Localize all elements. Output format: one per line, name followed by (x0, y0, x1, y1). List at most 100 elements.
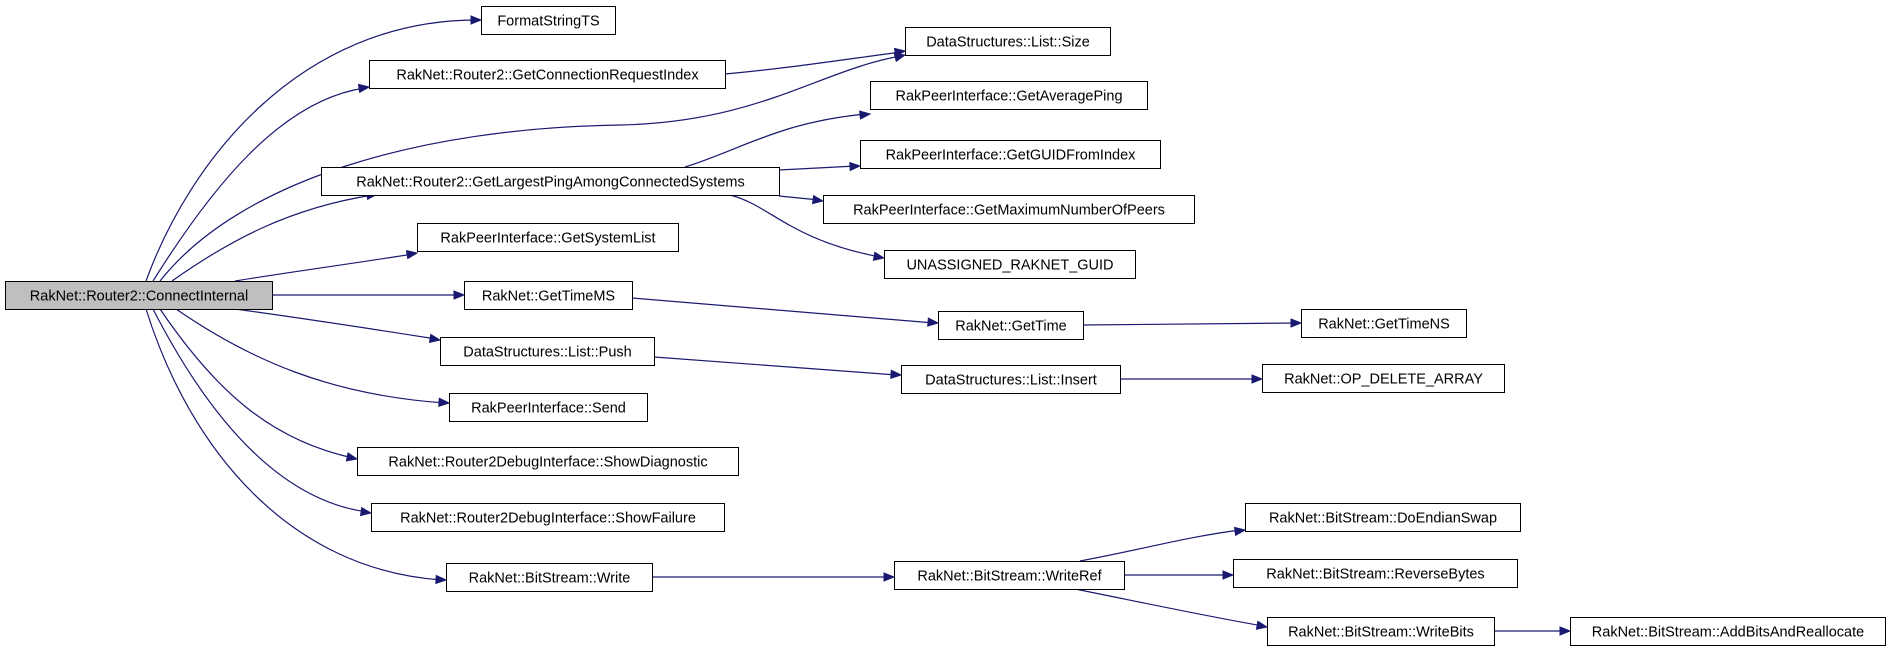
edge-raknet-router2-connectinternal-to-raknet-bitstream-write (145, 308, 448, 585)
node-label: RakPeerInterface::GetAveragePing (895, 89, 1122, 105)
node-raknet-bitstream-write[interactable]: RakNet::BitStream::Write (446, 563, 653, 592)
arrowhead-icon (872, 251, 886, 261)
node-box (894, 561, 1125, 590)
node-raknet-router2-getconnectionrequestindex[interactable]: RakNet::Router2::GetConnectionRequestInd… (369, 60, 726, 89)
node-raknet-gettimens[interactable]: RakNet::GetTimeNS (1301, 309, 1467, 338)
edge-line (778, 165, 857, 171)
node-raknet-router2debuginterface-showfailure[interactable]: RakNet::Router2DebugInterface::ShowFailu… (371, 503, 725, 532)
node-raknet-bitstream-doendianswap[interactable]: RakNet::BitStream::DoEndianSwap (1245, 503, 1521, 532)
node-label: RakNet::GetTimeNS (1318, 317, 1450, 333)
node-box (1570, 617, 1886, 646)
edge-line (152, 87, 366, 282)
edge-line (1079, 529, 1242, 562)
node-label: RakNet::BitStream::WriteBits (1288, 625, 1474, 641)
arrowhead-icon (345, 452, 359, 462)
node-unassigned-raknet-guid[interactable]: UNASSIGNED_RAKNET_GUID (884, 250, 1136, 279)
arrowhead-icon (927, 317, 940, 327)
edge-line (171, 194, 374, 282)
node-label: RakNet::OP_DELETE_ARRAY (1284, 372, 1483, 388)
node-label: RakNet::Router2::ConnectInternal (30, 289, 248, 305)
node-box (369, 60, 726, 89)
node-rakpeerinterface-getsystemlist[interactable]: RakPeerInterface::GetSystemList (417, 223, 679, 252)
edge-raknet-router2-connectinternal-to-rakpeerinterface-send (175, 308, 451, 407)
node-label: RakNet::Router2DebugInterface::ShowFailu… (400, 511, 696, 527)
node-raknet-gettimems[interactable]: RakNet::GetTimeMS (464, 281, 633, 310)
edge-raknet-gettime-to-raknet-gettimens (1082, 318, 1303, 328)
node-box (823, 195, 1195, 224)
node-box (5, 281, 273, 310)
node-datastructures-list-insert[interactable]: DataStructures::List::Insert (901, 365, 1121, 394)
edge-line (729, 194, 881, 258)
node-box (449, 393, 648, 422)
node-datastructures-list-push[interactable]: DataStructures::List::Push (440, 337, 655, 366)
edge-raknet-router2-getlargestpingamongconnectedsystems-to-rakpeerinterface-getaverageping (684, 110, 872, 168)
node-raknet-bitstream-reversebytes[interactable]: RakNet::BitStream::ReverseBytes (1233, 559, 1518, 588)
edge-line (1074, 588, 1264, 627)
node-box (1245, 503, 1521, 532)
node-box (1262, 364, 1505, 393)
edge-raknet-router2-connectinternal-to-rakpeerinterface-getsystemlist (234, 249, 419, 282)
arrowhead-icon (849, 161, 862, 172)
node-raknet-bitstream-writebits[interactable]: RakNet::BitStream::WriteBits (1267, 617, 1495, 646)
arrowhead-icon (428, 333, 442, 344)
edge-raknet-router2-connectinternal-to-raknet-router2-getconnectionrequestindex (152, 83, 371, 282)
edge-raknet-router2-connectinternal-to-datastructures-list-push (234, 308, 442, 344)
node-box (357, 447, 739, 476)
node-raknet-bitstream-addbitsandreallocate[interactable]: RakNet::BitStream::AddBitsAndReallocate (1570, 617, 1886, 646)
edge-line (234, 253, 414, 282)
node-rakpeerinterface-getaverageping[interactable]: RakPeerInterface::GetAveragePing (870, 81, 1148, 110)
node-label: FormatStringTS (497, 14, 599, 30)
node-label: RakNet::Router2DebugInterface::ShowDiagn… (388, 455, 707, 471)
node-label: DataStructures::List::Push (463, 345, 631, 361)
edge-raknet-bitstream-writeref-to-raknet-bitstream-doendianswap (1079, 526, 1247, 562)
node-label: UNASSIGNED_RAKNET_GUID (906, 258, 1113, 274)
node-rakpeerinterface-send[interactable]: RakPeerInterface::Send (449, 393, 648, 422)
arrowhead-icon (859, 110, 872, 120)
edge-raknet-router2-getlargestpingamongconnectedsystems-to-rakpeerinterface-getmaximumnumberofpeers (778, 194, 825, 205)
arrowhead-icon (435, 574, 448, 585)
edge-raknet-bitstream-write-to-raknet-bitstream-writeref (652, 572, 896, 582)
node-raknet-router2debuginterface-showdiagnostic[interactable]: RakNet::Router2DebugInterface::ShowDiagn… (357, 447, 739, 476)
node-datastructures-list-size[interactable]: DataStructures::List::Size (905, 27, 1111, 56)
node-raknet-gettime[interactable]: RakNet::GetTime (938, 311, 1084, 340)
node-box (901, 365, 1121, 394)
node-box (884, 250, 1136, 279)
node-box (1233, 559, 1518, 588)
edge-datastructures-list-push-to-datastructures-list-insert (653, 356, 903, 379)
edge-line (234, 308, 437, 340)
edge-raknet-bitstream-writeref-to-raknet-bitstream-reversebytes (1124, 570, 1235, 580)
node-label: DataStructures::List::Insert (925, 373, 1097, 389)
arrowhead-icon (359, 506, 373, 517)
node-label: RakNet::Router2::GetLargestPingAmongConn… (356, 175, 744, 191)
arrowhead-icon (438, 397, 451, 407)
edge-line (778, 195, 820, 201)
edge-raknet-gettimems-to-raknet-gettime (631, 297, 940, 327)
node-raknet-router2-connectinternal[interactable]: RakNet::Router2::ConnectInternal (5, 281, 273, 310)
node-label: RakNet::BitStream::Write (469, 571, 631, 587)
arrowhead-icon (1222, 570, 1235, 580)
node-box (1301, 309, 1467, 338)
arrowhead-icon (811, 194, 825, 205)
arrowhead-icon (357, 83, 371, 94)
node-box (321, 167, 780, 196)
node-rakpeerinterface-getguidfromindex[interactable]: RakPeerInterface::GetGUIDFromIndex (860, 140, 1161, 169)
edge-line (145, 308, 443, 581)
node-box (371, 503, 725, 532)
node-rakpeerinterface-getmaximumnumberofpeers[interactable]: RakPeerInterface::GetMaximumNumberOfPeer… (823, 195, 1195, 224)
node-raknet-bitstream-writeref[interactable]: RakNet::BitStream::WriteRef (894, 561, 1125, 590)
node-raknet-router2-getlargestpingamongconnectedsystems[interactable]: RakNet::Router2::GetLargestPingAmongConn… (321, 167, 780, 196)
node-box (464, 281, 633, 310)
edge-raknet-router2-getlargestpingamongconnectedsystems-to-rakpeerinterface-getguidfromindex (778, 161, 862, 172)
node-formatstringts[interactable]: FormatStringTS (481, 6, 616, 35)
node-raknet-op-delete-array[interactable]: RakNet::OP_DELETE_ARRAY (1262, 364, 1505, 393)
arrowhead-icon (893, 47, 907, 58)
node-label: RakPeerInterface::GetSystemList (440, 231, 655, 247)
node-label: DataStructures::List::Size (926, 35, 1090, 51)
edge-raknet-router2-connectinternal-to-raknet-router2-getlargestpingamongconnectedsystems (171, 190, 379, 282)
edge-raknet-bitstream-writeref-to-raknet-bitstream-writebits (1074, 588, 1269, 630)
node-box (446, 563, 653, 592)
edge-line (631, 297, 935, 324)
arrowhead-icon (883, 572, 896, 582)
arrowhead-icon (1251, 374, 1264, 384)
